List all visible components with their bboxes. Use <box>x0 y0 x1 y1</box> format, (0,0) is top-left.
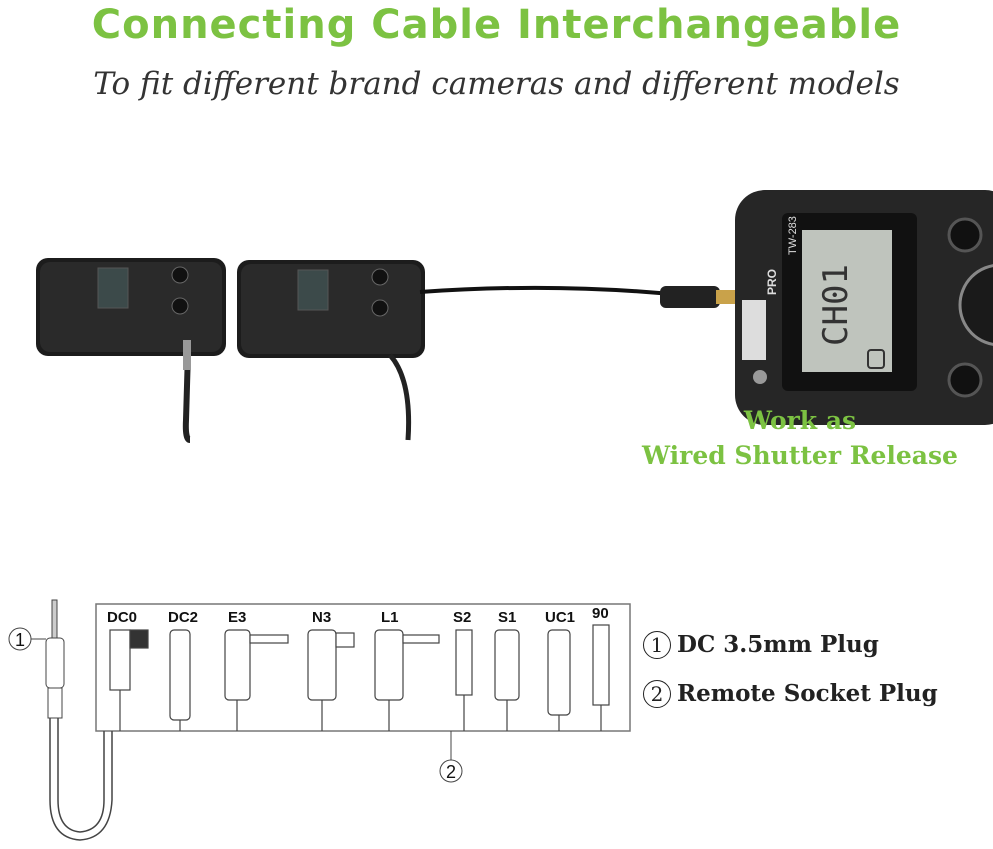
cable-diagram <box>8 599 631 841</box>
connector-label: UC1 <box>545 609 575 626</box>
connector-label: S1 <box>498 609 516 626</box>
connector-label: L1 <box>381 609 399 626</box>
connector-label: DC0 <box>107 609 137 626</box>
connector-label: 90 <box>592 605 609 622</box>
receiver-unit-1 <box>36 258 226 443</box>
callout-line-1: Work as <box>743 406 857 435</box>
shutter-button <box>958 264 993 346</box>
marker-socket: 2 <box>446 762 456 782</box>
connector-labels: DC0 DC2 E3 N3 L1 S2 S1 UC1 90 1 2 <box>15 605 609 782</box>
legend-number: 1 <box>643 631 671 659</box>
receiver-unit-2 <box>237 260 736 441</box>
lcd-display: CH01 <box>816 264 856 346</box>
connector-label: S2 <box>453 609 471 626</box>
headline: Connecting Cable Interchangeable <box>91 2 902 48</box>
power-light-button <box>947 362 983 398</box>
marker-plug: 1 <box>15 630 25 650</box>
brand-logo <box>742 300 766 360</box>
legend-number: 2 <box>643 680 671 708</box>
connector-label: DC2 <box>168 609 198 626</box>
model-label: TW-283 <box>787 216 799 255</box>
play-stop-button <box>947 217 983 253</box>
brand-label: PRO <box>765 269 779 295</box>
connector-label: E3 <box>228 609 246 626</box>
callout-line-2: Wired Shutter Release <box>642 441 958 470</box>
subheadline: To fit different brand cameras and diffe… <box>93 66 900 102</box>
legend-label: Remote Socket Plug <box>677 680 938 707</box>
legend-label: DC 3.5mm Plug <box>677 631 879 658</box>
connector-label: N3 <box>312 609 331 626</box>
transmitter-device: CH01 TW-283 PRO <box>735 190 993 425</box>
